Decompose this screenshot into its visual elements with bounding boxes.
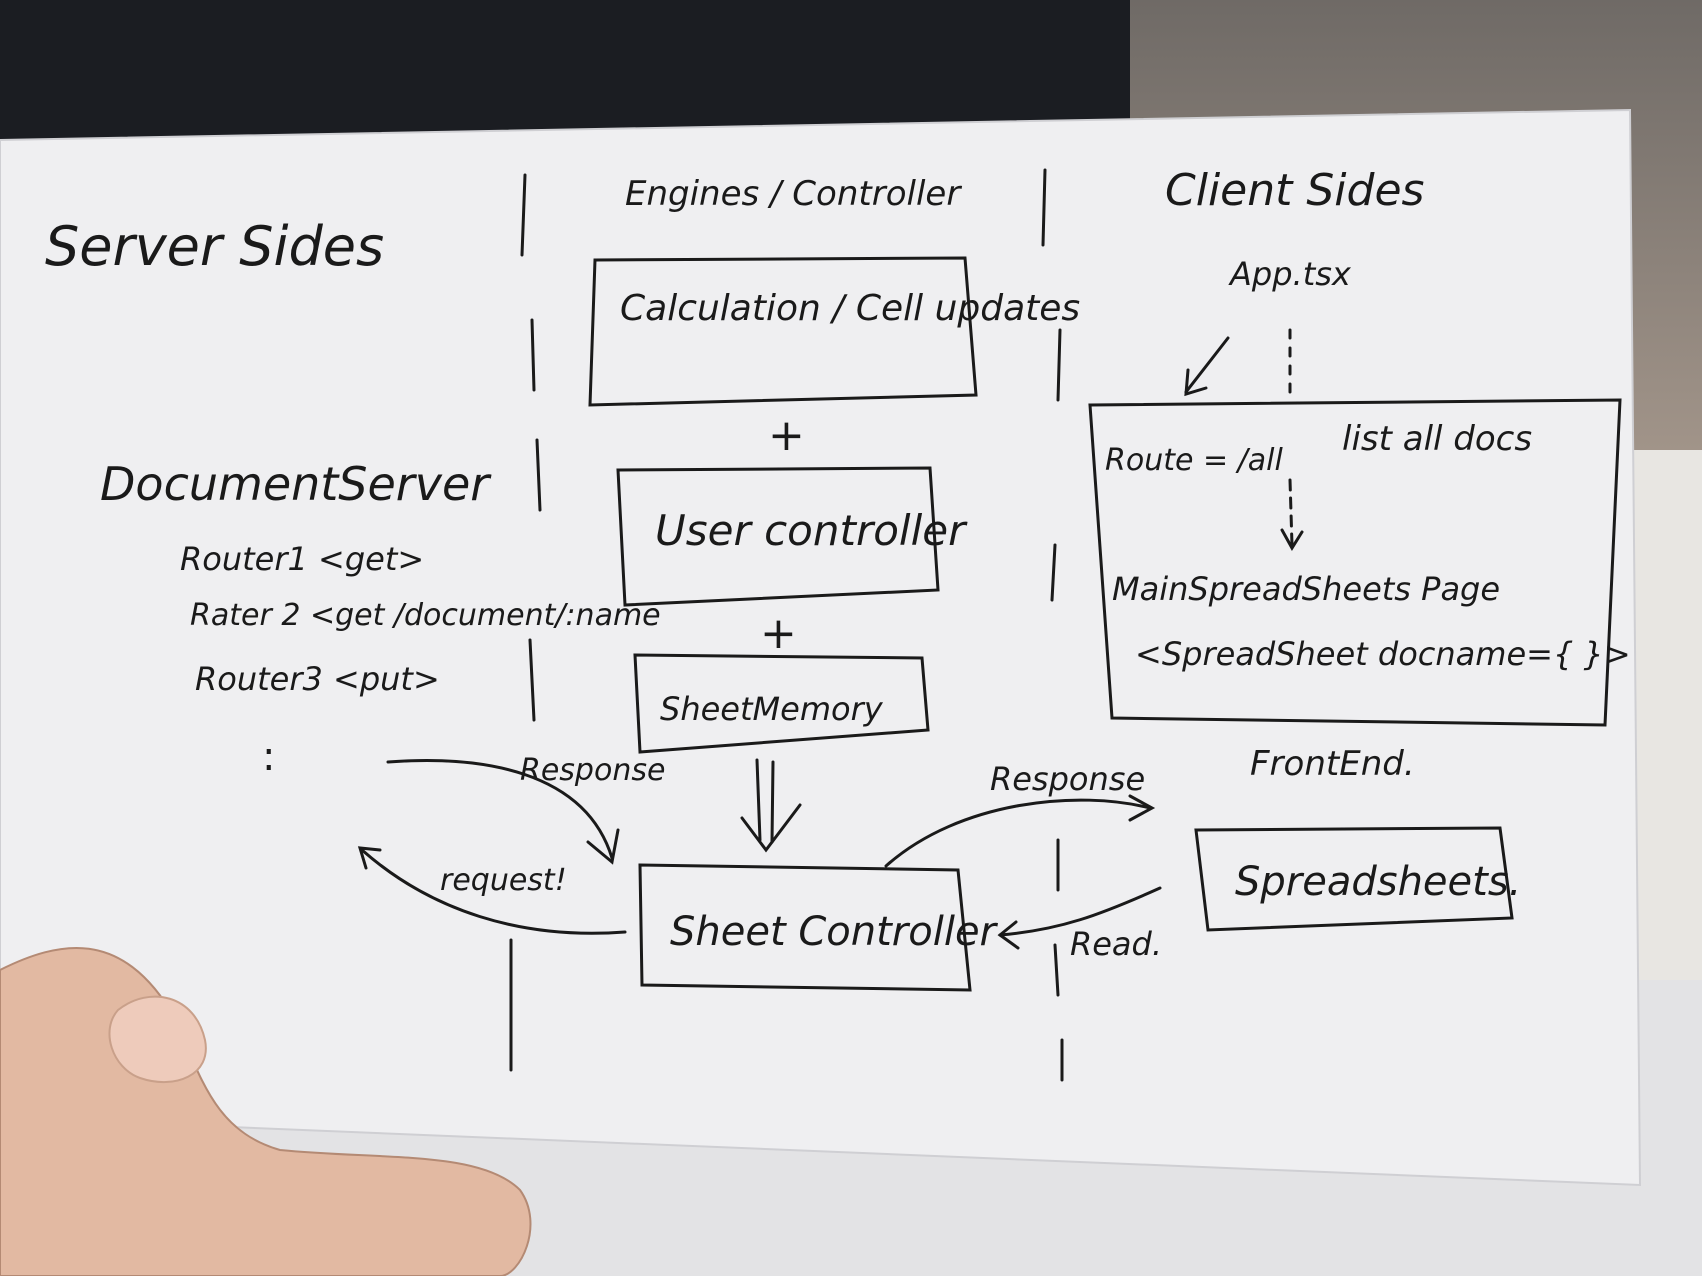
engine-boxes [588,256,1622,992]
frontend-label: FrontEnd. [1250,744,1415,784]
sheet-controller-label: Sheet Controller [670,909,999,955]
thumb-nail [108,995,207,1083]
client-response-label: Response [990,760,1145,798]
plus-sign-2: + [760,608,797,659]
app-routes-box [1088,398,1622,727]
server-sides-title: Server Sides [45,215,384,278]
server-ellipsis: : [262,734,275,780]
spreadsheet-component-label: <SpreadSheet docname={ }> [1135,635,1631,673]
column-dividers [509,168,1064,1082]
route-down-arrow [1280,478,1304,551]
down-double-arrow [740,758,802,853]
document-server-label: DocumentServer [100,457,492,511]
route-all-label: Route = /all [1105,443,1283,478]
plus-sign-1: + [768,410,805,461]
calculation-box-label: Calculation / Cell updates [620,288,1080,329]
main-spreadsheets-page-label: MainSpreadSheets Page [1112,570,1500,608]
client-read-arrow [998,886,1162,937]
app-tsx-label: App.tsx [1228,255,1352,293]
spreadsheets-box [1194,826,1514,932]
server-request-arrow [360,848,627,935]
router-2-label: Rater 2 <get /document/:name [190,598,661,633]
server-arrows [357,759,627,935]
router-1-label: Router1 <get> [180,540,424,578]
sheet-controller-box [638,863,972,992]
user-controller-box [616,466,940,607]
app-tsx-arrow [1184,328,1292,397]
server-response-label: Response [520,753,665,788]
user-controller-label: User controller [655,506,968,555]
background-right-objects [1630,450,1702,980]
server-response-arrow [386,759,614,860]
sheet-memory-label: SheetMemory [660,690,884,728]
client-arrows [884,794,1162,950]
client-read-label: Read. [1070,925,1162,963]
spreadsheets-box-label: Spreadsheets. [1235,859,1521,905]
client-response-arrow [884,798,1152,868]
calculation-box [588,256,978,407]
router-3-label: Router3 <put> [195,660,440,698]
server-request-label: request! [440,863,567,898]
sheet-memory-box [633,653,930,754]
client-sides-title: Client Sides [1165,165,1424,216]
list-all-docs-label: list all docs [1342,419,1532,459]
paper-background [0,108,1642,1187]
engines-controller-title: Engines / Controller [625,174,962,214]
